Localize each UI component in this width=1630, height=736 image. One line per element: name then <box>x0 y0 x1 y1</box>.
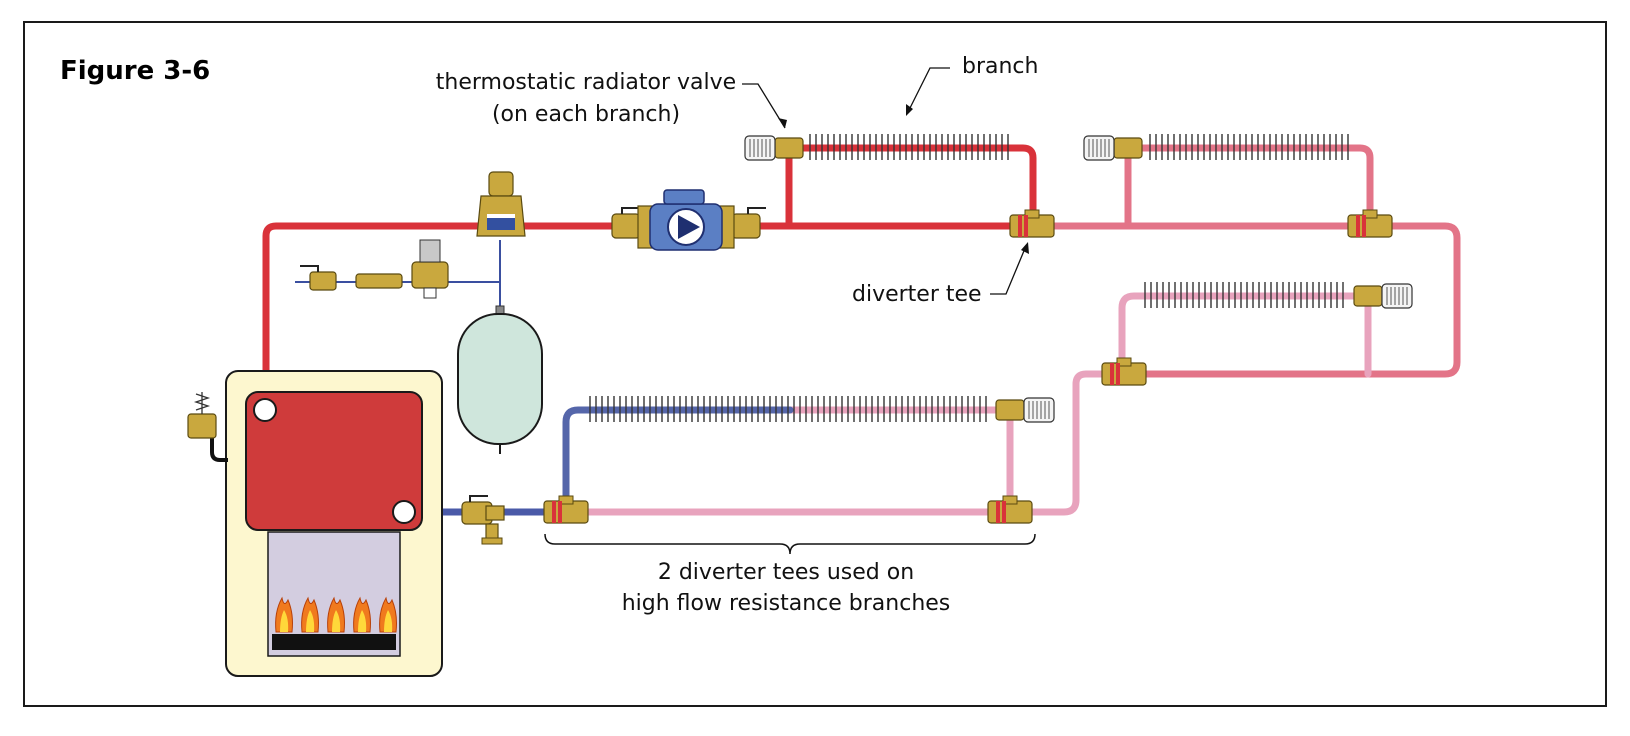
diverter-tee-band <box>1018 215 1022 237</box>
diverter-tee-band <box>1110 363 1114 385</box>
diverter-tee-band <box>558 501 562 523</box>
diverter-tee-branch-port <box>1362 209 1378 219</box>
diverter-tee-branch-port <box>1024 209 1040 219</box>
branch-label: branch <box>962 54 1038 79</box>
thermostatic-radiator-valves <box>744 135 1413 423</box>
trv-body <box>1353 285 1383 307</box>
branch-1-pipe <box>785 144 1037 230</box>
boiler-drain-assembly <box>461 495 505 545</box>
diverter-tee-band <box>1024 215 1028 237</box>
main-drop-pipe <box>1006 370 1129 516</box>
boiler-supply-port <box>253 398 277 422</box>
diverter-tee-band <box>1362 215 1366 237</box>
flame-core <box>332 610 341 632</box>
trv-leader-arrow-icon <box>778 118 787 128</box>
trv-head <box>1023 397 1055 423</box>
fin-tube-elements <box>589 134 1349 422</box>
diverter-tee-band <box>1116 363 1120 385</box>
trv-head <box>1083 135 1115 161</box>
flame-core <box>306 610 315 632</box>
branch-2-pipe <box>1124 144 1374 230</box>
flame-core <box>358 610 367 632</box>
diverter-tee-band <box>996 501 1000 523</box>
trv-body <box>774 137 804 159</box>
branch-4-pipe-warm <box>786 406 1014 516</box>
flame-core <box>384 610 393 632</box>
figure-frame <box>23 21 1607 707</box>
diverter-tee-branch-port <box>1002 495 1018 505</box>
main-loop-pipe <box>1021 222 1461 378</box>
diverter-tee-band <box>1002 501 1006 523</box>
boiler <box>225 370 443 677</box>
diverter-tee-leader-arrow-icon <box>1021 242 1029 254</box>
burner <box>272 634 396 650</box>
trv-sublabel: (on each branch) <box>492 102 680 127</box>
pipe-network <box>262 144 1461 516</box>
pump-arrow-icon <box>678 215 700 239</box>
diverter-tee-band <box>552 501 556 523</box>
trv-label: thermostatic radiator valve <box>436 70 736 95</box>
expansion-tank <box>457 305 543 454</box>
diverter-tee-branch-port <box>558 495 574 505</box>
trv-body <box>1113 137 1143 159</box>
burner-flames <box>275 596 397 633</box>
diverter-tee-label: diverter tee <box>852 282 982 307</box>
brace-label-line1: 2 diverter tees used on <box>658 560 914 585</box>
backflow-preventer <box>355 273 403 289</box>
supply-main-pipe <box>262 222 1029 404</box>
circulator-pump <box>611 189 766 251</box>
relief-valve <box>187 392 228 462</box>
diverter-tee-band <box>1356 215 1360 237</box>
branch-leader-arrow-icon <box>906 104 913 116</box>
flame-core <box>280 610 289 632</box>
brace-marker <box>544 533 1036 555</box>
figure-label: Figure 3-6 <box>60 56 210 86</box>
boiler-return-port <box>392 500 416 524</box>
trv-leader-line <box>742 83 786 129</box>
pump-isolation-valve-left <box>611 213 641 239</box>
air-separator <box>476 171 526 237</box>
trv-head <box>744 135 776 161</box>
trv-head <box>1381 283 1413 309</box>
pump-isolation-valve-right <box>731 213 761 239</box>
trv-body <box>995 399 1025 421</box>
brace-label-line2: high flow resistance branches <box>622 591 951 616</box>
diverter-tee-leader-line <box>990 245 1027 295</box>
diverter-tee-branch-port <box>1116 357 1132 367</box>
diverter-tees <box>543 209 1393 524</box>
branch-4-pipe-cold <box>562 406 794 516</box>
branch-3-pipe <box>1118 292 1372 378</box>
pressure-reducing-valve <box>411 261 449 289</box>
makeup-water-assembly <box>300 239 449 299</box>
boiler-heat-exchanger <box>245 391 423 531</box>
makeup-ball-valve <box>309 271 337 291</box>
branch-leader-line <box>907 67 950 113</box>
